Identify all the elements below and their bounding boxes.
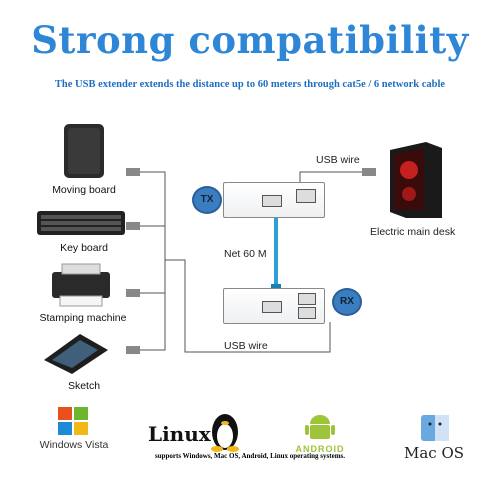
scanner-icon — [40, 330, 112, 376]
linux-tux-icon — [211, 414, 239, 452]
device-label-moving-board: Moving board — [52, 184, 116, 196]
footer-text: supports Windows, Mac OS, Android, Linux… — [154, 452, 345, 460]
device-label-key-board: Key board — [60, 242, 108, 254]
usb-wire-label-top: USB wire — [316, 154, 360, 166]
windows-vista-logo: Windows Vista — [28, 405, 120, 455]
computer-label: Electric main desk — [370, 226, 456, 238]
computer-tower-icon — [382, 140, 446, 220]
page-title: Strong compatibility — [31, 18, 469, 62]
android-logo: ANDROID — [288, 410, 352, 460]
usb-port — [298, 307, 316, 319]
tx-badge: TX — [192, 186, 222, 214]
lan-port — [262, 195, 282, 207]
printer-icon — [48, 262, 114, 308]
usb-port — [296, 189, 316, 203]
android-logo-icon — [305, 415, 335, 439]
rx-extender-box — [223, 288, 325, 324]
lan-port — [262, 301, 282, 313]
usb-wire-bottom-line — [184, 290, 331, 353]
device-label-stamping-machine: Stamping machine — [39, 312, 127, 324]
usb-port — [298, 293, 316, 305]
cable-stamping-machine — [140, 292, 166, 351]
hard-drive-icon — [62, 122, 106, 180]
page-subtitle: The USB extender extends the distance up… — [54, 79, 446, 90]
tx-extender-box — [223, 182, 325, 218]
windows-logo-icon — [58, 407, 88, 435]
mac-os-logo: Mac OS — [398, 414, 470, 464]
device-label-sketch: Sketch — [67, 380, 101, 392]
linux-logo: Linux — [148, 408, 248, 458]
cable-moving-board — [140, 171, 166, 227]
keyboard-icon — [36, 208, 126, 238]
mac-finder-icon — [421, 415, 449, 441]
net-cable-label: Net 60 M — [224, 248, 267, 260]
rx-badge: RX — [332, 288, 362, 316]
usb-wire-label-bottom: USB wire — [224, 340, 268, 352]
